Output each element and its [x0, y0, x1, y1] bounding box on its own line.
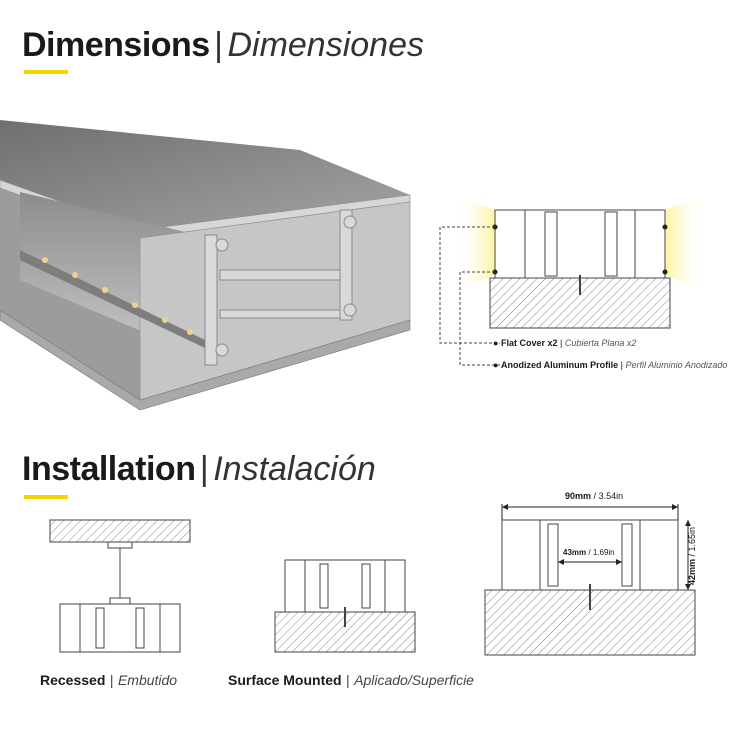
height-metric: 42mm [687, 559, 697, 586]
recessed-label: Recessed [40, 672, 106, 688]
bullet-icon: ● [493, 360, 499, 370]
recessed-separator: | [109, 672, 114, 688]
dimensions-underline [24, 70, 68, 74]
surface-label: Surface Mounted [228, 672, 342, 688]
flat-cover-label: Flat Cover x2 [500, 338, 558, 348]
installation-subtitle: Instalación [213, 450, 376, 488]
inner-dimension-label: 43mm / 1.69in [563, 548, 615, 557]
dimensions-separator: | [214, 26, 224, 64]
width-dimension-label: 90mm / 3.54in [565, 491, 623, 501]
flat-cover-translation: Cubierta Plana x2 [564, 338, 637, 348]
surface-translation: Aplicado/Superficie [354, 672, 474, 688]
installation-heading: Installation | Instalación [22, 450, 376, 489]
installation-title: Installation [22, 450, 196, 488]
profile-translation: Perfil Aluminio Anodizado [625, 360, 728, 370]
dimensions-subtitle: Dimensiones [227, 26, 424, 64]
installation-underline [24, 495, 68, 499]
installation-separator: | [199, 450, 209, 488]
recessed-translation: Embutido [117, 672, 178, 688]
profile-separator: | [620, 360, 623, 370]
height-dimension-label: 42mm / 1.65in [687, 516, 697, 596]
legend-flat-cover: ● Flat Cover x2 | Cubierta Plana x2 [493, 338, 636, 348]
bullet-icon: ● [493, 338, 499, 348]
dimensioned-drawing [484, 504, 696, 656]
legend-profile: ● Anodized Aluminum Profile | Perfil Alu… [493, 360, 727, 370]
recessed-caption: Recessed | Embutido [40, 672, 177, 690]
width-imperial: 3.54in [598, 491, 624, 501]
surface-caption: Surface Mounted | Aplicado/Superficie [228, 672, 474, 690]
profile-3d-render [0, 120, 411, 410]
inner-imperial: 1.69in [592, 548, 615, 557]
width-metric: 90mm [565, 491, 592, 501]
surface-mounted-diagram [274, 559, 416, 653]
inner-separator: / [588, 548, 591, 557]
profile-cross-section [439, 195, 705, 366]
height-imperial: 1.65in [687, 526, 697, 552]
surface-separator: | [346, 672, 350, 688]
width-separator: / [593, 491, 597, 501]
recessed-diagram [49, 519, 191, 653]
dimensions-title: Dimensions [22, 26, 210, 64]
flat-cover-separator: | [560, 338, 563, 348]
height-separator: / [687, 554, 697, 557]
dimensions-heading: Dimensions | Dimensiones [22, 26, 424, 65]
profile-label: Anodized Aluminum Profile [500, 360, 619, 370]
inner-metric: 43mm [563, 548, 587, 557]
